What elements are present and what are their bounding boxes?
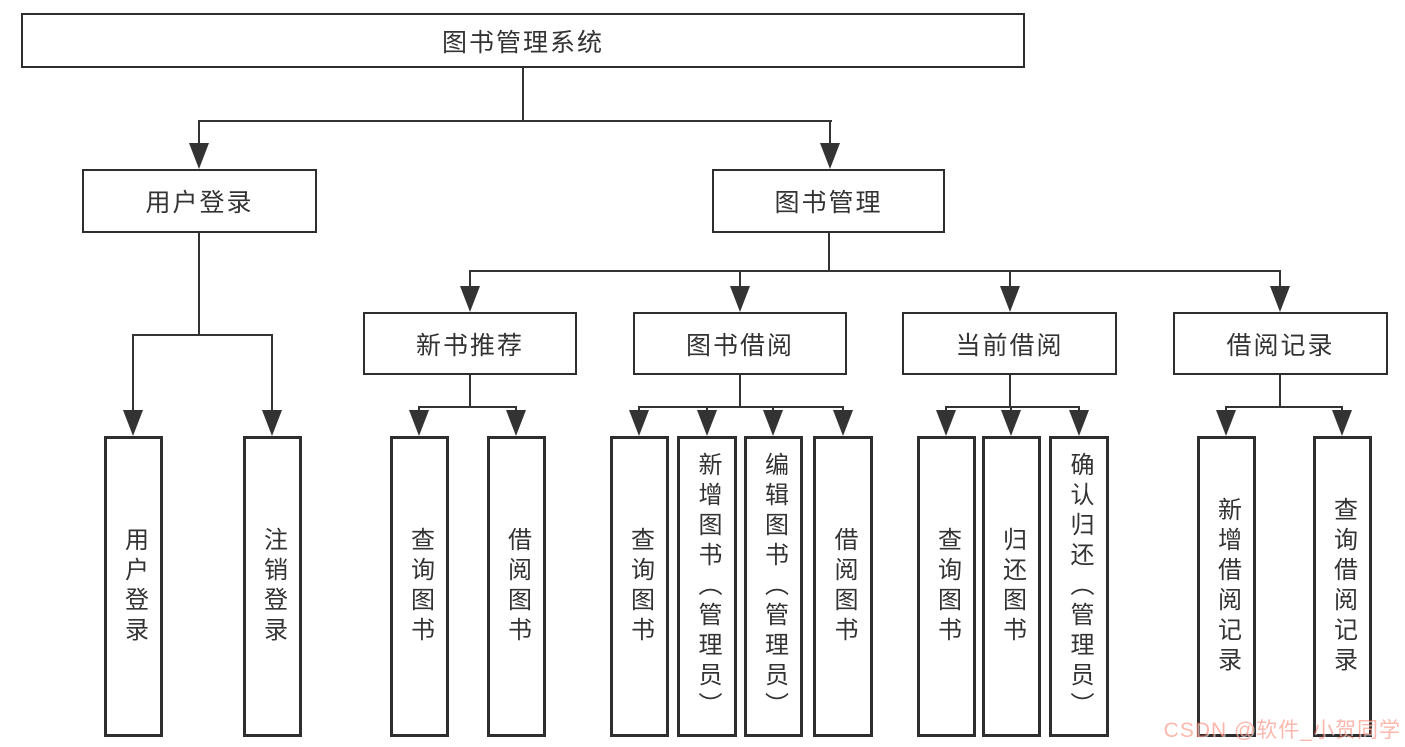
connector <box>945 406 1079 408</box>
leaf-add-books-admin: 新增图书（管理员） <box>677 436 737 737</box>
leaf-query-books-borrow: 查询图书 <box>610 436 669 737</box>
connector <box>739 375 741 407</box>
node-root-library-system: 图书管理系统 <box>21 13 1025 68</box>
connector <box>469 270 471 288</box>
leaf-add-borrow-record-label: 新增借阅记录 <box>1213 496 1241 677</box>
node-new-book-recommend: 新书推荐 <box>363 312 577 375</box>
leaf-query-books-borrow-label: 查询图书 <box>626 526 654 647</box>
connector <box>198 233 200 335</box>
arrow-down-icon <box>1069 410 1089 436</box>
leaf-user-login-label: 用户登录 <box>120 526 148 647</box>
leaf-query-books-rec-label: 查询图书 <box>406 526 434 647</box>
connector <box>1009 375 1011 407</box>
arrow-down-icon <box>629 410 649 436</box>
arrow-down-icon <box>833 410 853 436</box>
leaf-edit-books-admin: 编辑图书（管理员） <box>744 436 803 737</box>
arrow-down-icon <box>409 410 429 436</box>
arrow-down-icon <box>123 410 143 436</box>
connector <box>1225 406 1343 408</box>
leaf-borrow-books-label: 借阅图书 <box>830 526 857 647</box>
node-current-borrow: 当前借阅 <box>902 312 1117 375</box>
arrow-down-icon <box>730 286 750 312</box>
leaf-add-books-admin-label: 新增图书（管理员） <box>694 451 721 722</box>
connector <box>418 406 517 408</box>
leaf-borrow-books-rec: 借阅图书 <box>487 436 546 737</box>
node-user-login: 用户登录 <box>82 169 317 233</box>
arrow-down-icon <box>1332 410 1352 436</box>
leaf-query-books-current-label: 查询图书 <box>933 526 961 647</box>
leaf-query-borrow-record: 查询借阅记录 <box>1313 436 1372 737</box>
arrow-down-icon <box>262 410 282 436</box>
arrow-down-icon <box>189 143 209 169</box>
leaf-query-borrow-record-label: 查询借阅记录 <box>1329 496 1357 677</box>
connector <box>469 375 471 407</box>
connector <box>1279 375 1281 407</box>
leaf-confirm-return-admin: 确认归还（管理员） <box>1049 436 1109 737</box>
leaf-query-books-rec: 查询图书 <box>390 436 449 737</box>
connector <box>522 68 524 121</box>
leaf-confirm-return-admin-label: 确认归还（管理员） <box>1066 451 1093 722</box>
csdn-watermark: CSDN @软件_小贺同学 <box>1163 719 1401 742</box>
node-borrow-record: 借阅记录 <box>1173 312 1388 375</box>
connector <box>132 334 273 336</box>
leaf-query-books-current: 查询图书 <box>917 436 976 737</box>
arrow-down-icon <box>763 410 783 436</box>
connector <box>739 270 741 288</box>
arrow-down-icon <box>936 410 956 436</box>
leaf-user-login: 用户登录 <box>104 436 163 737</box>
leaf-borrow-books-rec-label: 借阅图书 <box>503 526 531 647</box>
connector <box>469 270 1280 272</box>
connector <box>1279 270 1281 288</box>
node-book-management: 图书管理 <box>712 169 945 233</box>
leaf-logout: 注销登录 <box>243 436 302 737</box>
connector <box>1009 270 1011 288</box>
arrow-down-icon <box>1270 286 1290 312</box>
connector <box>132 334 134 412</box>
connector <box>198 120 200 146</box>
leaf-return-books: 归还图书 <box>982 436 1041 737</box>
connector <box>829 120 831 146</box>
arrow-down-icon <box>1001 410 1021 436</box>
arrow-down-icon <box>1216 410 1236 436</box>
connector <box>271 334 273 412</box>
node-book-borrow: 图书借阅 <box>633 312 847 375</box>
arrow-down-icon <box>506 410 526 436</box>
connector <box>828 233 830 271</box>
leaf-return-books-label: 归还图书 <box>998 526 1026 647</box>
arrow-down-icon <box>460 286 480 312</box>
arrow-down-icon <box>1000 286 1020 312</box>
arrow-down-icon <box>820 143 840 169</box>
leaf-logout-label: 注销登录 <box>259 526 287 647</box>
leaf-borrow-books: 借阅图书 <box>813 436 873 737</box>
leaf-add-borrow-record: 新增借阅记录 <box>1197 436 1256 737</box>
connector <box>638 406 844 408</box>
arrow-down-icon <box>697 410 717 436</box>
leaf-edit-books-admin-label: 编辑图书（管理员） <box>760 451 788 722</box>
connector <box>198 120 832 122</box>
